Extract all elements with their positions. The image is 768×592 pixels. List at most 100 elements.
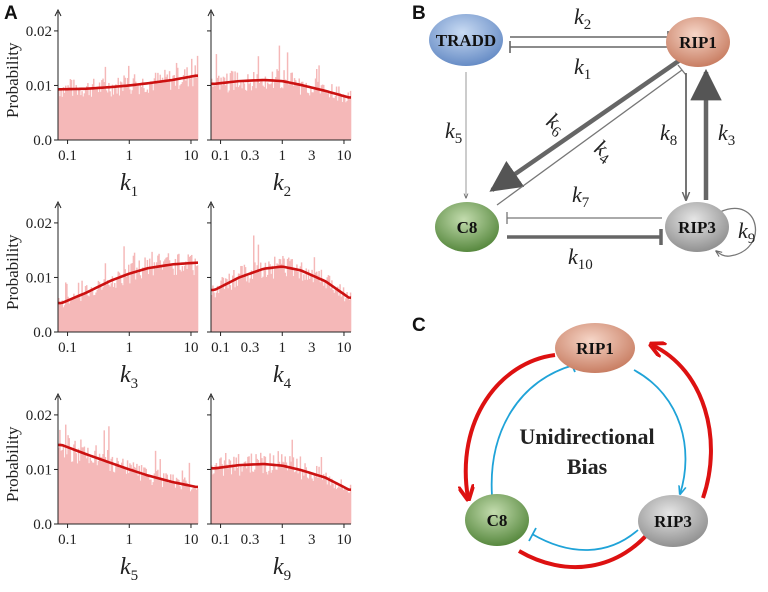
histogram-bar [123, 468, 125, 524]
histogram-bar [159, 459, 161, 524]
histogram-bar [241, 265, 243, 332]
histogram-bar [316, 271, 318, 332]
histogram-bar [170, 264, 172, 332]
histogram-bar [234, 71, 236, 140]
histogram-bar [228, 90, 230, 140]
histogram-bar [305, 82, 307, 140]
node-rip1-label: RIP1 [679, 33, 717, 52]
histogram-bar [179, 486, 181, 524]
histogram-bar [262, 276, 264, 332]
histogram-bar [299, 456, 302, 524]
histogram-bar [191, 254, 193, 332]
histogram-bar [110, 96, 112, 140]
histogram-bar [326, 93, 328, 140]
y-axis-arrow [207, 8, 215, 17]
histogram-bar [239, 273, 241, 332]
histogram-bar [267, 274, 269, 332]
histogram-bar [233, 456, 235, 524]
histogram-bar [295, 268, 297, 332]
histogram-bar [212, 285, 214, 332]
histogram-bar [138, 94, 140, 140]
histogram-bar [313, 257, 316, 332]
histogram-bar [215, 292, 218, 332]
histogram-bar [223, 289, 226, 332]
histogram-bar [247, 275, 249, 332]
histogram-bar [326, 484, 328, 524]
y-axis-arrow [54, 392, 62, 401]
histogram-bar [261, 79, 263, 140]
histogram-bar [74, 90, 76, 140]
histogram-bar [121, 283, 123, 332]
histogram-bar [125, 276, 128, 332]
histogram-bar [303, 274, 305, 332]
histogram-bar [153, 78, 156, 140]
histogram-bar [226, 279, 228, 332]
histogram-bar [219, 89, 221, 140]
x-tick-label: 10 [336, 340, 351, 356]
histogram-bar [332, 97, 334, 140]
histogram-bar [107, 450, 109, 524]
histogram-bar [232, 464, 234, 524]
histogram-bar [76, 94, 79, 140]
histogram-bar [173, 75, 175, 140]
histogram-bar [282, 88, 284, 140]
histogram-bar [129, 463, 131, 524]
histogram-bar [211, 465, 213, 524]
histogram-bar [91, 289, 94, 332]
histogram-bar [286, 258, 289, 332]
histogram-bar [250, 90, 253, 140]
histogram-bar [136, 86, 138, 140]
histogram-bar [212, 86, 214, 140]
histogram-bar [291, 72, 293, 140]
histogram-bar [185, 480, 187, 524]
histogram-bar [188, 462, 191, 524]
histogram-bar [126, 77, 129, 140]
histogram-bar [264, 76, 267, 140]
histogram-bar [239, 475, 241, 524]
histogram-bar [67, 296, 69, 332]
histogram-bar [344, 301, 346, 332]
histogram-bar [218, 75, 220, 140]
histogram-bar [263, 86, 265, 140]
histogram-bar [88, 463, 90, 524]
cycle-title-line2: Bias [567, 454, 608, 479]
histogram-bar [103, 82, 105, 140]
histogram-bar [331, 84, 333, 140]
node-tradd [429, 14, 503, 66]
histogram-bar [72, 461, 74, 524]
fit-curve-k4 [211, 265, 352, 299]
histogram-bar [137, 475, 139, 524]
histogram-bar [145, 468, 147, 524]
histogram-bar [187, 484, 189, 524]
histogram-bar [307, 478, 310, 524]
histogram-bar [257, 244, 260, 332]
histogram-bar [186, 482, 188, 524]
histogram-bar [149, 83, 151, 140]
cycle-node-rip3-label: RIP3 [654, 512, 692, 531]
histogram-bar [192, 488, 194, 524]
histogram-bar [230, 289, 233, 332]
histogram-bar [70, 298, 73, 332]
y-tick-label: 0.0 [33, 325, 52, 341]
histogram-bar [288, 84, 290, 140]
histogram-bar [242, 277, 244, 332]
histogram-bar [268, 84, 270, 140]
histogram-bar [96, 289, 98, 332]
blue-arc-rip1-rip3 [633, 369, 685, 494]
histogram-bar [323, 474, 325, 524]
histogram-bar [311, 478, 313, 524]
histogram-bar [67, 435, 69, 524]
histogram-bar [258, 83, 261, 140]
histogram-bar [117, 461, 119, 524]
histogram-bar [83, 293, 86, 332]
y-axis-arrow [54, 8, 62, 17]
histogram-bar [116, 93, 118, 140]
histogram-bar [263, 268, 265, 332]
histogram-bar [147, 92, 150, 140]
histogram-bar [220, 280, 222, 332]
histogram-bar [258, 272, 261, 332]
histogram-bar [82, 96, 84, 140]
histogram-bar [250, 453, 253, 524]
histogram-bar [261, 458, 263, 524]
